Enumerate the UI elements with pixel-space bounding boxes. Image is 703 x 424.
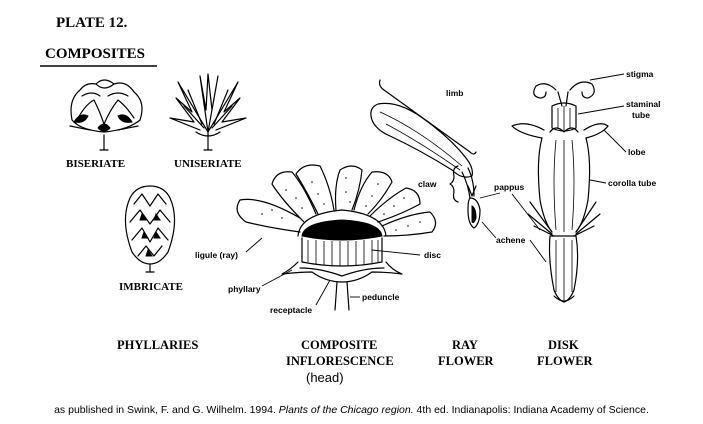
citation-suffix: 4th ed. Indianapolis: Indiana Academy of… — [414, 404, 649, 416]
caption-head: (head) — [306, 370, 344, 385]
plate-number: PLATE 12. — [56, 15, 128, 31]
uniseriate-illustration — [170, 74, 246, 150]
citation: as published in Swink, F. and G. Wilhelm… — [0, 404, 703, 416]
caption-ray: RAY — [452, 338, 478, 352]
caption-ray-flower: FLOWER — [438, 354, 495, 368]
label-stigma: stigma — [626, 69, 654, 79]
label-receptacle: receptacle — [270, 305, 312, 315]
ray-flower-illustration — [371, 80, 480, 228]
citation-book: Plants of the Chicago region. — [279, 404, 414, 416]
label-corolla-tube: corolla tube — [608, 178, 656, 188]
label-uniseriate: UNISERIATE — [174, 158, 242, 170]
label-limb: limb — [446, 88, 463, 98]
label-biseriate: BISERIATE — [66, 158, 125, 170]
label-staminal-tube: tube — [632, 110, 650, 120]
caption-phyllaries: PHYLLARIES — [117, 338, 198, 352]
caption-inflorescence: INFLORESCENCE — [286, 354, 394, 368]
imbricate-illustration — [125, 186, 174, 272]
label-ligule: ligule (ray) — [195, 250, 238, 260]
label-achene: achene — [496, 235, 526, 245]
caption-composite: COMPOSITE — [301, 338, 377, 352]
leader-receptacle — [316, 280, 330, 305]
plate-title: COMPOSITES — [45, 46, 145, 62]
biseriate-illustration — [70, 80, 142, 150]
leader-staminal-tube — [578, 106, 624, 114]
leader-ligule — [246, 238, 262, 252]
leader-stigma — [590, 74, 624, 80]
label-staminal: staminal — [626, 99, 661, 109]
caption-disk: DISK — [548, 338, 579, 352]
leader-lobe — [604, 130, 626, 152]
label-peduncle: peduncle — [362, 292, 400, 302]
citation-prefix: as published in Swink, F. and G. Wilhelm… — [54, 404, 279, 416]
leader-pappus — [480, 193, 540, 230]
label-lobe: lobe — [628, 147, 646, 157]
caption-disk-flower: FLOWER — [537, 354, 594, 368]
leader-phyllary — [262, 270, 292, 286]
label-imbricate: IMBRICATE — [119, 281, 183, 293]
leader-corolla-tube — [590, 180, 606, 183]
leader-disc — [372, 250, 420, 255]
composite-inflorescence-illustration — [237, 165, 435, 310]
label-disc: disc — [424, 250, 441, 260]
label-pappus: pappus — [494, 182, 524, 192]
label-phyllary: phyllary — [228, 284, 261, 294]
disk-flower-illustration — [512, 82, 608, 302]
label-claw: claw — [418, 179, 437, 189]
